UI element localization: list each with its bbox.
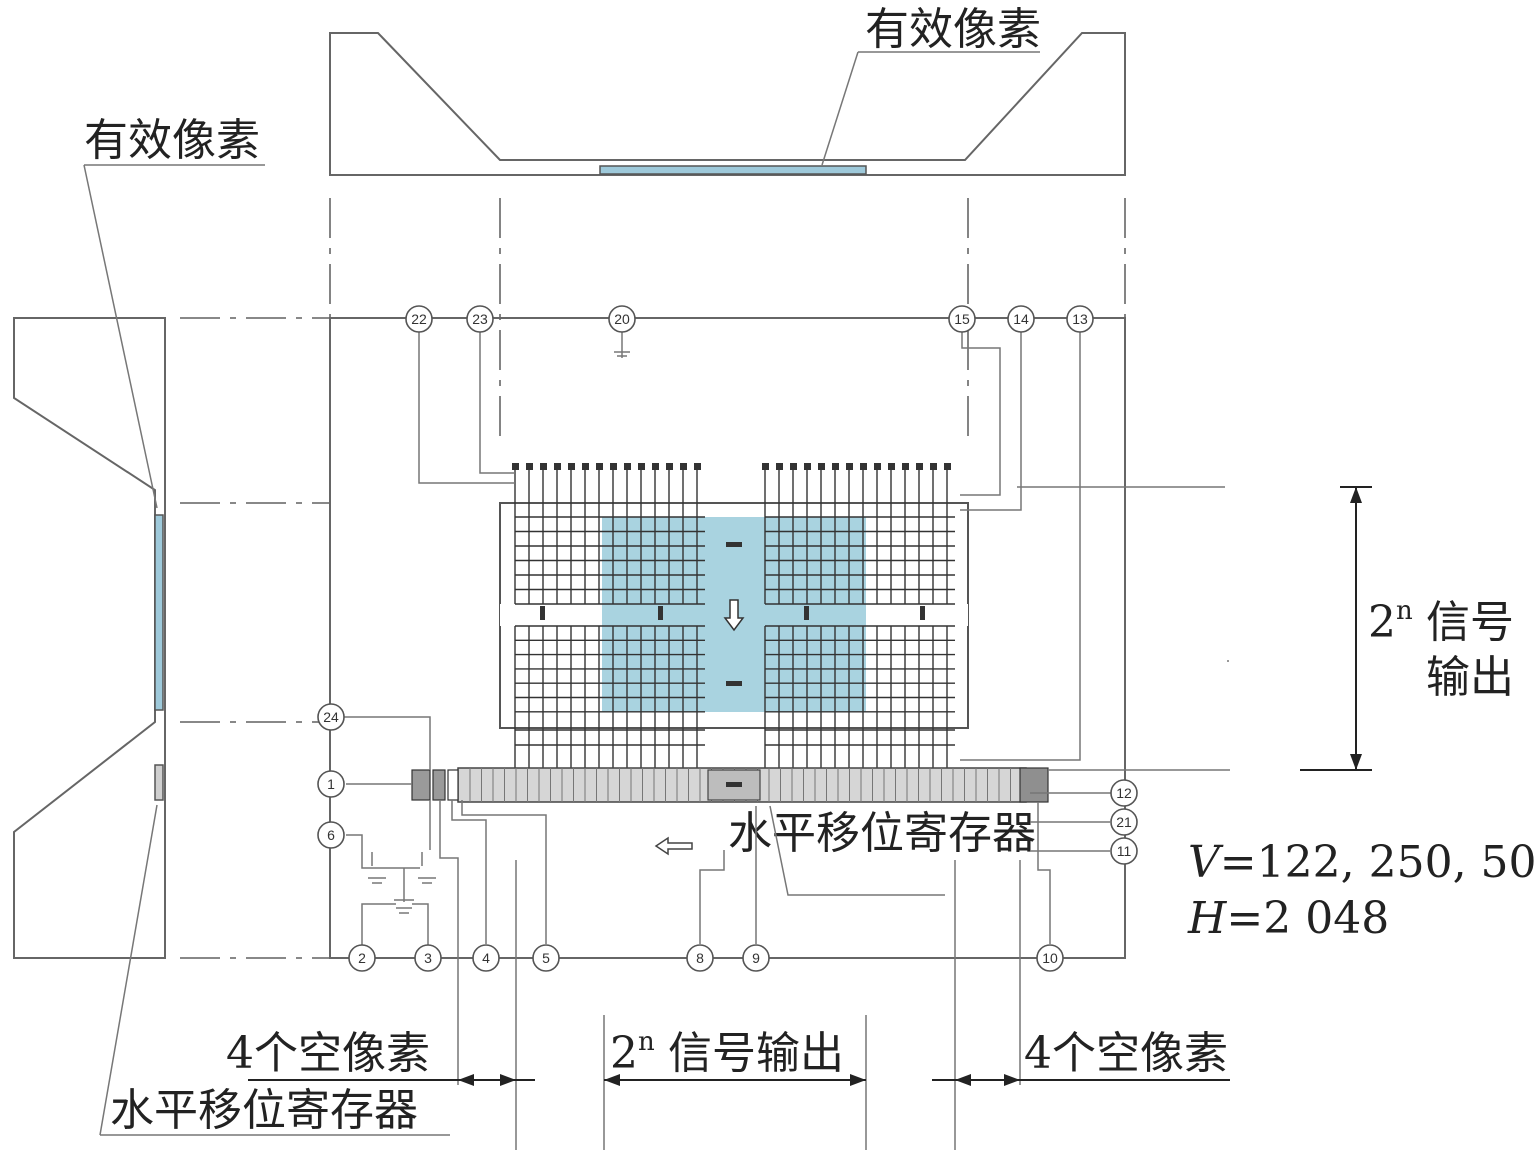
h-variable: H (1187, 893, 1228, 944)
pin-marker: 14 (1007, 305, 1035, 333)
pin-marker: 11 (1110, 837, 1138, 865)
pin-marker: 8 (686, 944, 714, 972)
pin-number: 15 (954, 311, 970, 327)
left-register-strip (154, 764, 164, 801)
left-package-section: 有效像素 (13, 115, 450, 1136)
dummy-pixels-left-label: 4个空像素 (226, 1028, 430, 1079)
parameter-block: V=122, 250, 506 H=2 048 (1187, 837, 1535, 944)
pin-number: 12 (1116, 785, 1132, 801)
bottom-output-base: 2 (610, 1028, 638, 1079)
pin-number: 8 (696, 950, 704, 966)
right-output-sup: n (1396, 596, 1413, 626)
pin-marker: 6 (317, 821, 345, 849)
right-dimension: 2n 信号 输出 (1300, 486, 1514, 771)
pin-number: 6 (327, 827, 335, 843)
pin-marker: 3 (414, 944, 442, 972)
pin-number: 21 (1116, 814, 1132, 830)
pin-marker: 9 (742, 944, 770, 972)
pin-marker: 21 (1110, 808, 1138, 836)
pin-number: 9 (752, 950, 760, 966)
shift-direction-arrow (654, 836, 693, 856)
horizontal-shift-register: 水平移位寄存器 (411, 767, 1049, 859)
pin-number: 4 (482, 950, 490, 966)
right-output-line1: 信号 (1426, 597, 1514, 648)
bottom-output-label: 信号输出 (668, 1028, 844, 1079)
pin-number: 1 (327, 776, 335, 792)
pin-number: 22 (411, 311, 427, 327)
pin-number: 3 (424, 950, 432, 966)
pin-marker: 23 (466, 305, 494, 333)
svg-text:V=122, 250, 506: V=122, 250, 506 (1188, 837, 1535, 888)
pin-marker: 20 (608, 305, 636, 333)
pin-number: 13 (1072, 311, 1088, 327)
pin-marker: 12 (1110, 779, 1138, 807)
pin-marker: 13 (1066, 305, 1094, 333)
pin-marker: 22 (405, 305, 433, 333)
pin-marker: 2 (348, 944, 376, 972)
top-package-section: 有效像素 (329, 4, 1126, 176)
pixel-grid (512, 463, 955, 768)
shift-register-center-label: 水平移位寄存器 (728, 808, 1036, 859)
top-effective-pixel-strip (599, 165, 867, 175)
pin-number: 11 (1117, 843, 1132, 859)
left-effective-pixel-strip (154, 514, 164, 711)
bottom-dimensions: 4个空像素 水平移位寄存器 2n 信号输出 4个空像素 (110, 860, 1230, 1150)
v-values: =122, 250, 506 (1220, 837, 1535, 888)
pin-number: 10 (1042, 950, 1058, 966)
pin-number: 14 (1013, 311, 1029, 327)
left-effective-pixels-label: 有效像素 (84, 115, 260, 166)
svg-text:2n: 2n (610, 1027, 655, 1079)
shift-register-left-label: 水平移位寄存器 (110, 1085, 418, 1136)
pin-number: 23 (472, 311, 488, 327)
pin-marker: 1 (317, 770, 345, 798)
bottom-output-sup: n (638, 1027, 655, 1057)
pin-number: 20 (614, 311, 630, 327)
right-output-base: 2 (1368, 597, 1396, 648)
pin-number: 5 (542, 950, 550, 966)
pin-marker: 5 (532, 944, 560, 972)
h-values: =2 048 (1226, 893, 1389, 944)
transfer-arrows (540, 542, 925, 686)
pin-number: 24 (323, 709, 339, 725)
pin-marker: 4 (472, 944, 500, 972)
dummy-pixels-right-label: 4个空像素 (1024, 1028, 1228, 1079)
svg-text:2n: 2n (1368, 596, 1413, 648)
pin-marker: 24 (317, 703, 345, 731)
chip-outline (329, 317, 1126, 959)
pin-marker: 10 (1036, 944, 1064, 972)
v-variable: V (1188, 837, 1224, 888)
top-effective-pixels-label: 有效像素 (865, 4, 1041, 55)
pixel-array (499, 463, 969, 768)
svg-text:H=2 048: H=2 048 (1187, 893, 1389, 944)
pin-number: 2 (358, 950, 366, 966)
wiring (344, 332, 1230, 1085)
pin-marker: 15 (948, 305, 976, 333)
right-output-line2: 输出 (1426, 652, 1514, 703)
